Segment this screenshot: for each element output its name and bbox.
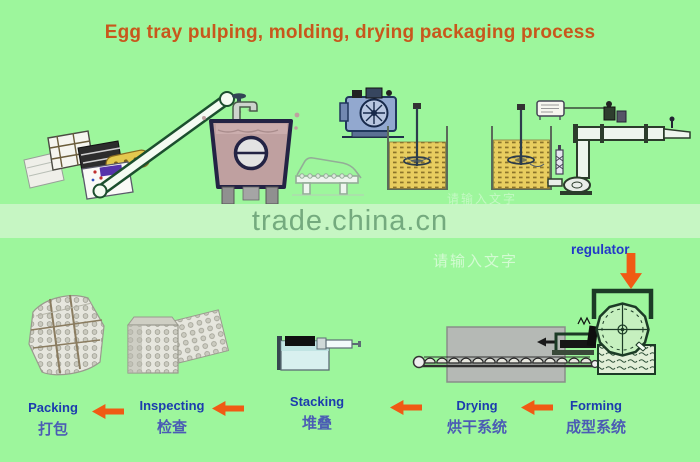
control-panel (536, 100, 611, 120)
pulp-piping (547, 101, 691, 195)
step-label-zh: 堆叠 (301, 415, 332, 432)
process-step-packing: Packing 打包 (0, 400, 109, 439)
step-label-en: Forming (570, 398, 622, 413)
step-label-zh: 检查 (156, 419, 187, 436)
mixing-tank-1 (387, 103, 448, 190)
stacking-machine (277, 336, 361, 371)
drying-oven (446, 326, 596, 383)
diagram-title: Egg tray pulping, molding, drying packag… (104, 22, 596, 43)
vibrating-screen (292, 157, 364, 196)
egg-tray-stacks (127, 309, 230, 374)
packed-bundle (28, 294, 105, 376)
process-step-drying: Drying 烘干系统 (421, 398, 533, 437)
process-step-stacking: Stacking 堆叠 (261, 394, 373, 433)
step-label-en: Drying (456, 398, 498, 413)
feeding-conveyor (92, 91, 251, 199)
forming-machine (552, 288, 656, 375)
step-label-en: Packing (28, 400, 78, 415)
mixing-tank-2 (491, 104, 552, 190)
process-step-forming: Forming 成型系统 (540, 398, 652, 437)
pulping-tank (202, 93, 300, 205)
step-label-zh: 烘干系统 (446, 419, 507, 436)
watermark-band: trade.china.cn (0, 204, 700, 238)
process-step-inspecting: Inspecting 检查 (116, 398, 228, 437)
step-label-zh: 打包 (37, 421, 68, 438)
step-label-en: Inspecting (139, 398, 205, 413)
regulator-label: regulator (571, 242, 630, 257)
step-label-zh: 成型系统 (565, 419, 626, 436)
pulp-pump (339, 87, 404, 138)
step-label-en: Stacking (289, 394, 345, 409)
watermark-text: trade.china.cn (251, 204, 449, 237)
